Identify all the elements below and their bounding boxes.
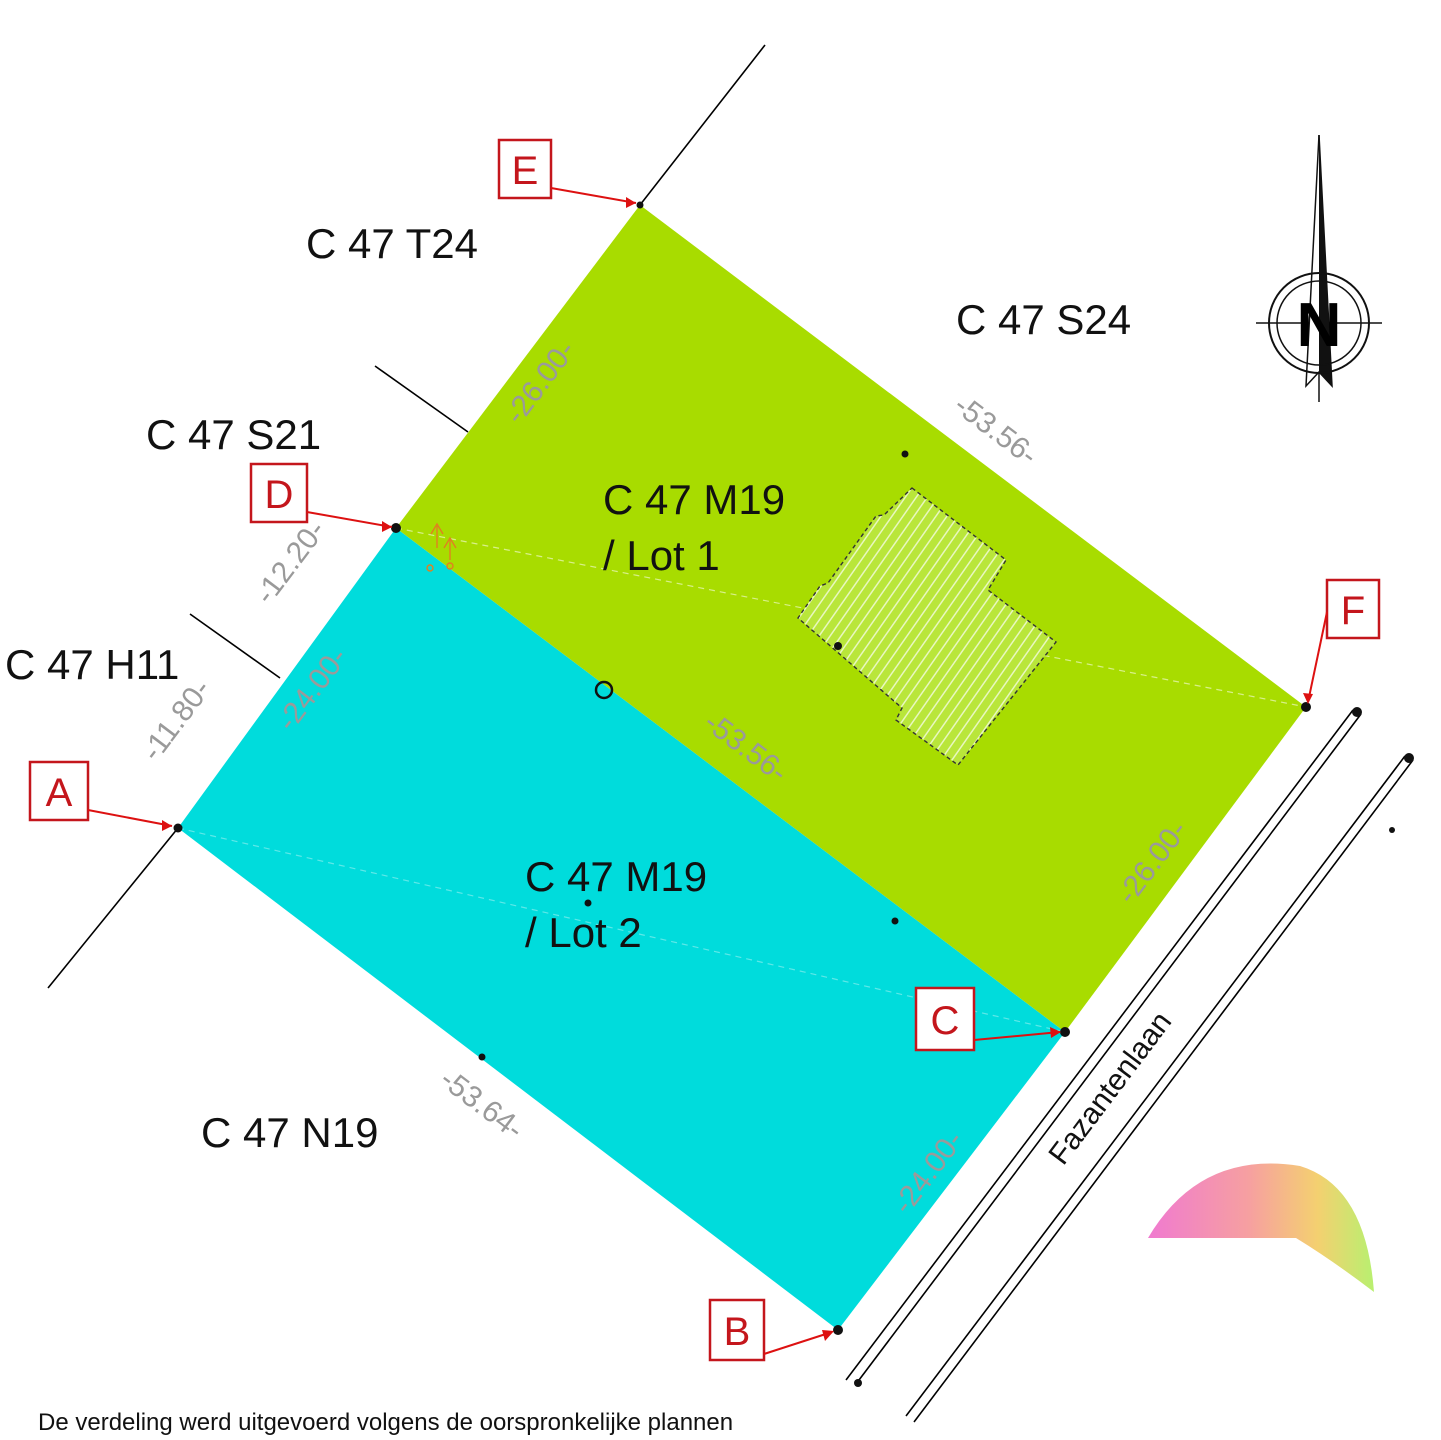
vertex-f [1301,702,1311,712]
road-edge-inner-b [855,713,1362,1385]
boundary-line-s21 [374,365,469,433]
point-marker-e[interactable]: E [497,138,637,208]
point-label-e: E [512,149,539,193]
boundary-line-top [639,44,766,206]
road-point [854,1379,862,1387]
vertex-b [833,1325,843,1335]
survey-arrows [426,522,457,572]
point-marker-b[interactable]: B [708,1298,834,1362]
point-label-c: C [931,999,960,1043]
dim-ad-upper: -12.20- [249,514,333,610]
parcel-label-s21: C 47 S21 [146,411,321,458]
parcel-label-h11: C 47 H11 [5,641,179,688]
road-edge-inner-a [845,709,1354,1381]
logo-fragment [1148,1163,1374,1292]
survey-point [891,917,899,925]
lot-1-label-line2: / Lot 1 [603,532,720,579]
road-edge-outer-b [913,759,1414,1423]
parcel-label-s24: C 47 S24 [956,296,1131,343]
point-label-f: F [1341,589,1365,633]
point-label-d: D [265,473,294,517]
lot-2-label-line1: C 47 M19 [525,853,707,900]
lot-2-label-line2: / Lot 2 [525,909,642,956]
point-marker-f[interactable]: F [1303,578,1381,704]
lot-1-label-line1: C 47 M19 [603,476,785,523]
survey-point [901,450,909,458]
road-point [1404,753,1414,763]
survey-point [478,1053,486,1061]
building-footprint [797,487,1057,766]
survey-point-ring [594,680,614,700]
road-point [1352,707,1362,717]
north-arrow-icon: N [1256,134,1382,402]
lot-2-area[interactable] [178,528,1065,1330]
point-marker-a[interactable]: A [28,760,173,831]
parcel-label-t24: C 47 T24 [306,220,478,267]
point-label-a: A [46,771,73,815]
parcel-label-n19: C 47 N19 [201,1109,378,1156]
vertex-e [636,201,644,209]
survey-point [1389,827,1395,833]
vertex-d [391,523,401,533]
point-marker-d[interactable]: D [249,462,393,532]
survey-point [584,899,592,907]
boundary-line-h11 [189,613,281,679]
footnote: De verdeling werd uitgevoerd volgens de … [38,1409,733,1436]
boundary-line-left [47,827,179,989]
vertex-c [1060,1027,1070,1037]
north-letter: N [1297,291,1342,360]
point-label-b: B [724,1310,751,1354]
vertex-a [173,823,183,833]
point-marker-c[interactable]: C [914,986,1061,1052]
road-edge-outer-a [905,755,1406,1417]
construction-line [177,827,1066,1033]
building-marker [834,642,842,650]
